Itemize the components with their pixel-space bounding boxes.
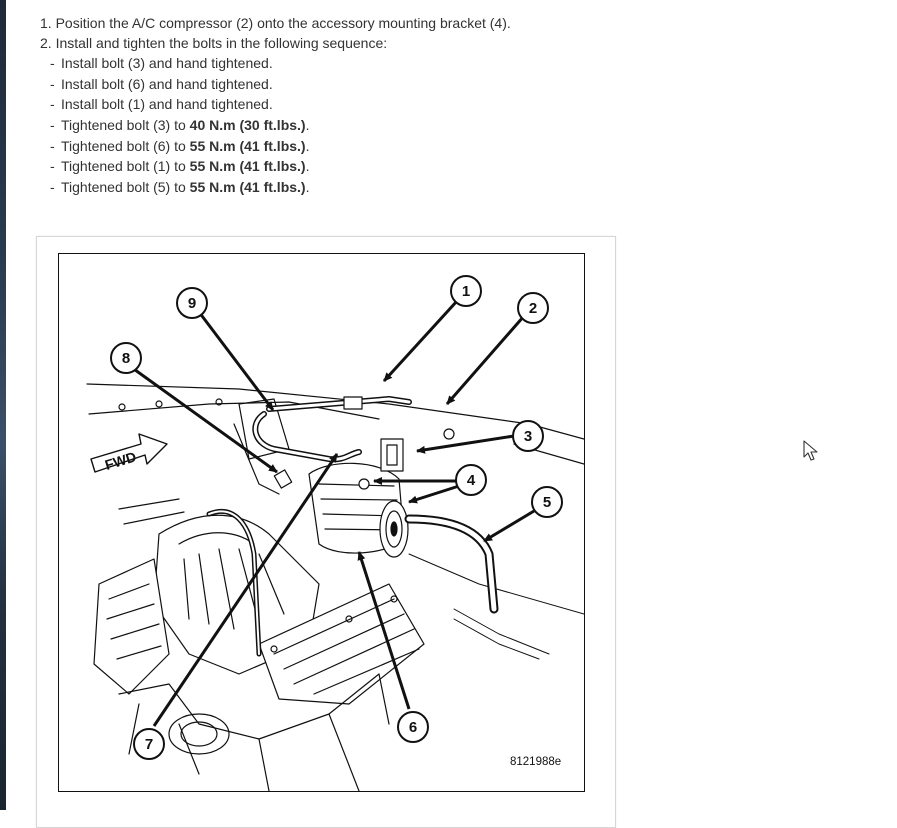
callout-2: 2	[517, 292, 549, 324]
list-item: -Tightened bolt (5) to 55 N.m (41 ft.lbs…	[50, 179, 310, 196]
svg-text:4: 4	[467, 472, 476, 489]
callout-1: 1	[450, 275, 482, 307]
svg-text:7: 7	[145, 736, 153, 753]
svg-text:8: 8	[122, 350, 130, 367]
window-edge-strip	[0, 0, 6, 810]
callout-3: 3	[512, 420, 544, 452]
list-item: -Tightened bolt (1) to 55 N.m (41 ft.lbs…	[50, 158, 310, 175]
fwd-arrow-icon: FWD	[90, 433, 168, 473]
list-item: -Install bolt (3) and hand tightened.	[50, 55, 273, 71]
step-2: 2. Install and tighten the bolts in the …	[40, 35, 388, 51]
callout-5: 5	[531, 486, 563, 518]
list-item: -Tightened bolt (6) to 55 N.m (41 ft.lbs…	[50, 137, 310, 154]
mouse-pointer-icon	[803, 440, 818, 461]
engine-diagram-svg: FWD 1 2 3 4 5 6 7	[86, 275, 584, 791]
installation-steps: 1. Position the A/C compressor (2) onto …	[40, 13, 511, 198]
list-item: -Install bolt (1) and hand tightened.	[50, 96, 273, 113]
list-item: -Install bolt (6) and hand tightened.	[50, 75, 273, 92]
figure-id-label: 8121988e	[510, 756, 562, 768]
svg-text:9: 9	[188, 295, 196, 312]
compressor-illustration: FWD 1 2 3 4 5 6 7	[58, 253, 585, 792]
bolt-sequence-list: -Install bolt (3) and hand tightened. -I…	[40, 53, 511, 198]
callout-4: 4	[455, 464, 487, 496]
list-item: -Tightened bolt (3) to 40 N.m (30 ft.lbs…	[50, 117, 310, 134]
svg-text:1: 1	[462, 283, 470, 300]
svg-text:6: 6	[409, 719, 417, 736]
svg-text:5: 5	[543, 494, 551, 511]
callout-9: 9	[176, 287, 208, 319]
callout-7: 7	[133, 728, 165, 760]
svg-text:FWD: FWD	[103, 448, 138, 473]
svg-text:3: 3	[524, 428, 532, 445]
callout-8: 8	[110, 342, 142, 374]
step-1: 1. Position the A/C compressor (2) onto …	[40, 15, 511, 31]
svg-text:2: 2	[529, 300, 537, 317]
callout-6: 6	[397, 711, 429, 743]
